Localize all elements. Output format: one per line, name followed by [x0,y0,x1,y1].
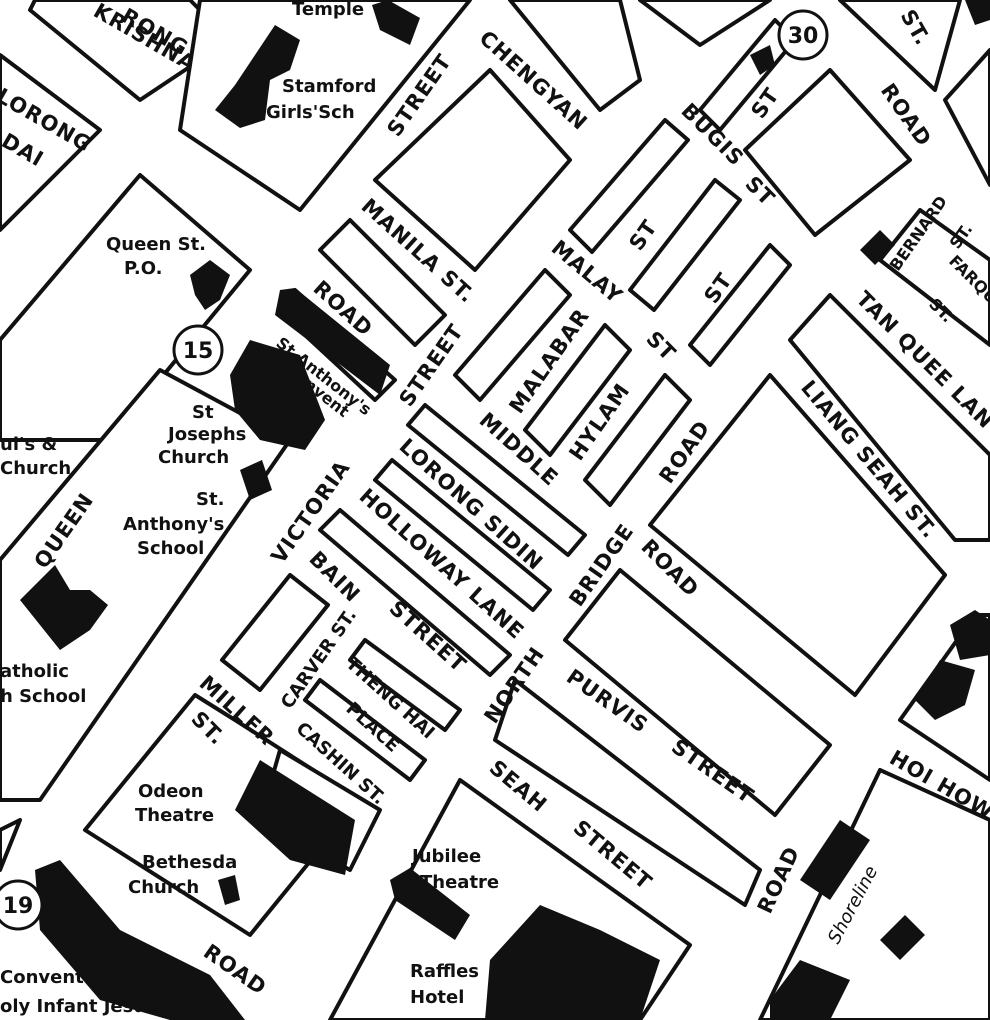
place-odeon-1: Odeon [138,781,204,802]
block-seah [493,678,762,907]
block-theng-hai [348,638,462,732]
temple-building [372,0,420,45]
block-bugis-2 [628,178,742,312]
convent-black-block [275,288,390,395]
marker-19-circle [0,879,44,931]
bethesda-building [218,875,240,905]
block-purvis [563,568,832,817]
block-bernard [878,208,990,347]
odeon-building [235,760,355,875]
catholic-school-building [20,565,108,650]
place-convent-2: oly Infant Jesus [0,996,157,1017]
place-odeon-2: Theatre [135,805,214,826]
street-label-st-malay1: ST [624,215,662,255]
marker-15-circle [172,324,224,376]
place-queen-po-2: P.O. [124,258,162,279]
queen-po-building [190,260,230,310]
block-hylam [523,323,632,457]
st-josephs-block [240,460,272,500]
marker-30-circle [777,9,829,61]
block-queen-left [0,368,292,802]
block-north-top [638,0,772,47]
convent-holy-infant-building [35,860,245,1020]
block-bugis-3 [688,243,792,367]
place-st-josephs-2: Josephs [166,424,246,445]
place-catholic-1: atholic [0,661,69,682]
shoreline-building-2 [770,960,850,1020]
place-st-anthonys-school-2: Anthony's [123,514,224,535]
place-raffles-1: Raffles [410,961,479,982]
marker-19: 19 [3,894,34,919]
block-bugis-1 [568,118,690,254]
st-anthonys-convent-building [230,340,325,450]
place-catholic-2: h School [0,686,86,707]
right-building-2 [950,610,990,660]
place-pauls-1: ul's & [0,434,57,455]
place-jubilee-1: Jubilee [410,846,481,867]
place-convent-1: Convent of the [0,967,150,988]
block-chengyan-top [508,0,642,112]
shoreline-building-3 [880,915,925,960]
marker-30: 30 [788,24,819,49]
place-temple: Temple [292,0,364,20]
block-top-right [838,0,962,92]
place-stamford-2: Girls'Sch [266,102,355,123]
bernard-building [860,230,895,265]
block-carver [220,573,330,692]
block-bottom-left [0,818,22,872]
buildings [20,0,990,1020]
stamford-building [215,25,300,128]
block-chengyan [373,68,572,272]
block-bain [318,508,512,677]
block-stamford [178,0,472,212]
place-jubilee-2: Theatre [420,872,499,893]
shoreline-building-1 [800,820,870,900]
block-manila [318,218,447,347]
top-right-building [965,0,990,25]
place-st-anthonys-school-1: St. [196,489,224,510]
place-st-josephs-1: St [192,402,214,423]
block-holloway [373,458,552,612]
place-stamford-1: Stamford [282,76,376,97]
place-pauls-2: Church [0,458,71,479]
place-bethesda-1: Bethesda [142,852,237,873]
place-raffles-2: Hotel [410,987,464,1008]
block-place [303,678,427,782]
street-label-road-lower-right: ROAD [753,842,805,917]
street-label-st-malay3: ST [641,327,680,366]
block-middle-road [583,373,692,507]
place-bethesda-2: Church [128,877,199,898]
place-st-josephs-3: Church [158,447,229,468]
route-markers: 15 19 30 [0,9,829,931]
place-queen-po-1: Queen St. [106,234,206,255]
block-bugis-right [743,68,912,237]
marker-15: 15 [183,339,214,364]
raffles-building [485,905,660,1020]
block-lorong-sidin [406,403,587,557]
block-krishna [28,0,232,102]
jubilee-building [390,868,470,940]
block-tan-quee-lan [788,293,990,542]
block-liang-seah [648,373,947,697]
block-lorong-dai [0,53,102,232]
block-malabar [453,268,572,402]
block-far-right-top [943,48,990,187]
right-building-1 [915,660,975,720]
bugis-small-building [750,45,775,75]
place-st-anthonys-school-3: School [137,538,204,559]
